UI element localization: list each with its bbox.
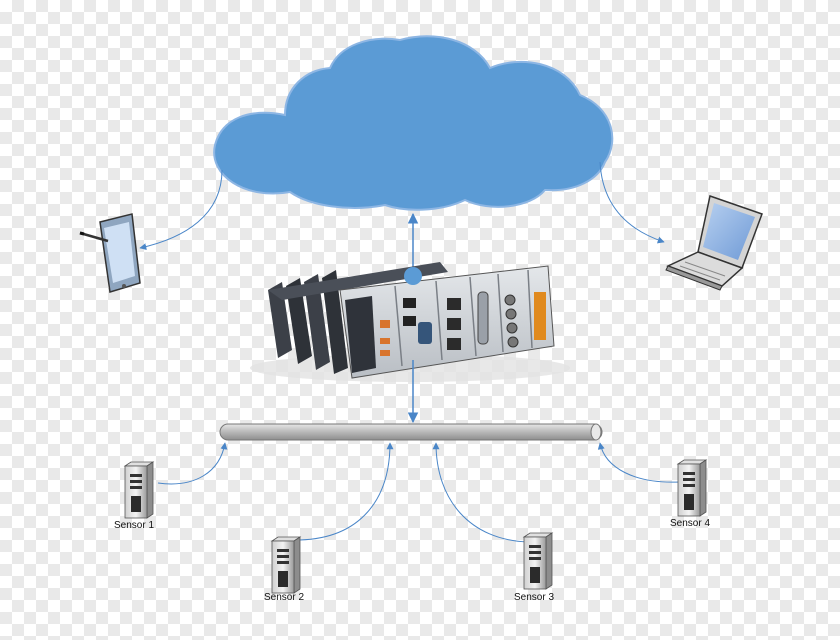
- sensor-4-label: Sensor 4: [670, 518, 711, 529]
- server-tower-icon: [123, 461, 155, 519]
- server-tower-icon: [270, 536, 302, 594]
- cloud-to-laptop-arrow: [599, 161, 665, 244]
- laptop-icon: [665, 195, 763, 291]
- sensor-3-label: Sensor 3: [514, 592, 555, 603]
- cloud-to-tablet-arrow: [139, 169, 223, 251]
- sensor2-arrow: [299, 442, 394, 541]
- sensor4-arrow: [597, 442, 681, 483]
- server-tower-icon: [676, 459, 708, 517]
- server-tower-icon: [522, 532, 554, 590]
- sensor-1-label: Sensor 1: [114, 520, 155, 531]
- network-bus: [219, 423, 603, 441]
- controller-device: [250, 262, 570, 382]
- cloud-icon: [213, 35, 614, 211]
- heatsink-fins: [268, 262, 448, 374]
- sensor-2-label: Sensor 2: [264, 592, 305, 603]
- tablet-icon: [79, 213, 141, 293]
- sensor1-arrow: [157, 442, 228, 485]
- sensor3-arrow: [432, 442, 529, 543]
